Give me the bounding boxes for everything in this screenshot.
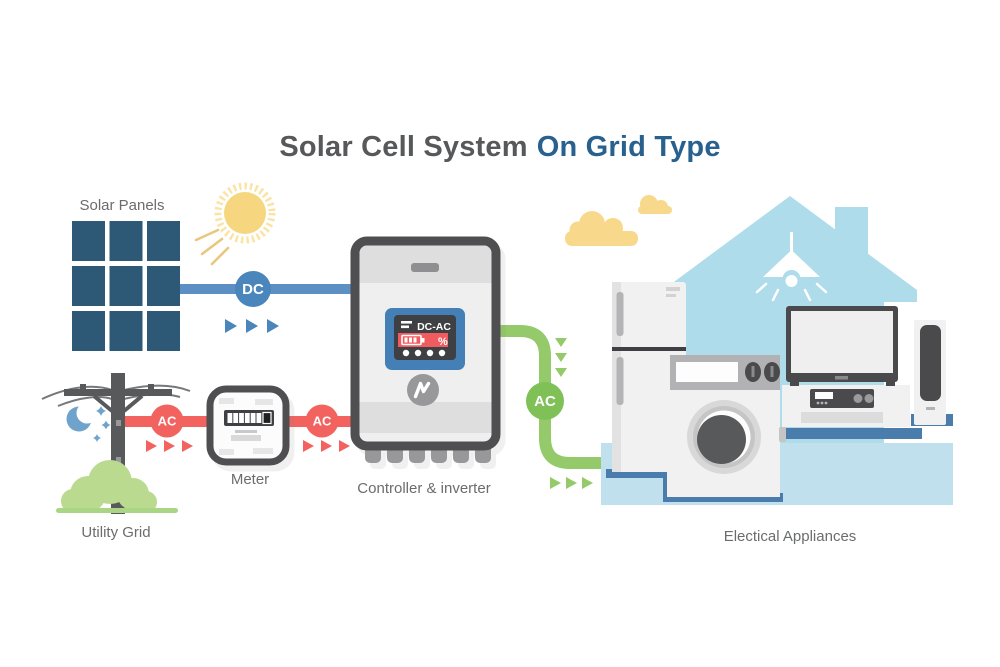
inverter-display: DC-AC % [385,308,465,370]
meter-counter [224,410,274,426]
inverter-device: DC-AC % [350,236,501,463]
ac-badge-meter-label: AC [312,413,332,429]
ground [56,508,178,513]
ac-flow-arrows-grid [146,440,193,452]
washing-machine [667,355,786,497]
pendant-lamp-icon [755,232,828,302]
svg-text:%: % [438,336,448,348]
ac-badge-utility-label: AC [157,413,177,429]
bush-icon [61,460,157,513]
ac-flow-arrows-meter [303,440,350,452]
utility-grid-label: Utility Grid [81,524,151,541]
cloud-icon-large [565,211,638,246]
ac-flow-arrows-house [550,477,593,489]
battery-icon [401,334,425,346]
pole-braces [92,394,144,413]
svg-text:DC-AC: DC-AC [417,321,451,333]
solar-panels-label: Solar Panels [79,197,165,214]
av-receiver [810,389,874,408]
meter-label: Meter [230,471,270,488]
electrical-appliances-label: Electical Appliances [723,528,857,545]
bolt-logo-icon [407,374,439,406]
ac-badge-output: AC [526,382,564,420]
ac-flow-arrows-down [555,338,567,377]
stars-icon [93,406,111,442]
meter-device [206,385,290,466]
speaker [914,320,946,425]
ac-badge-output-label: AC [534,392,556,410]
sun-icon [194,182,276,266]
display-buttons [402,349,446,357]
title-accent: On Grid Type [536,131,721,163]
dc-badge: DC [235,271,271,307]
ac-badge-utility: AC [150,404,184,438]
cloud-icon-small [638,195,672,214]
crescent-moon-icon [66,402,98,432]
ac-badge-meter: AC [305,404,339,438]
solar-panel-array [72,221,180,351]
title-main: Solar Cell System [279,131,528,163]
controller-inverter-label: Controller & inverter [357,480,491,497]
dc-badge-label: DC [242,280,264,298]
display-status-icon [401,321,412,329]
tv [786,306,898,386]
dc-flow-arrows [225,319,279,333]
